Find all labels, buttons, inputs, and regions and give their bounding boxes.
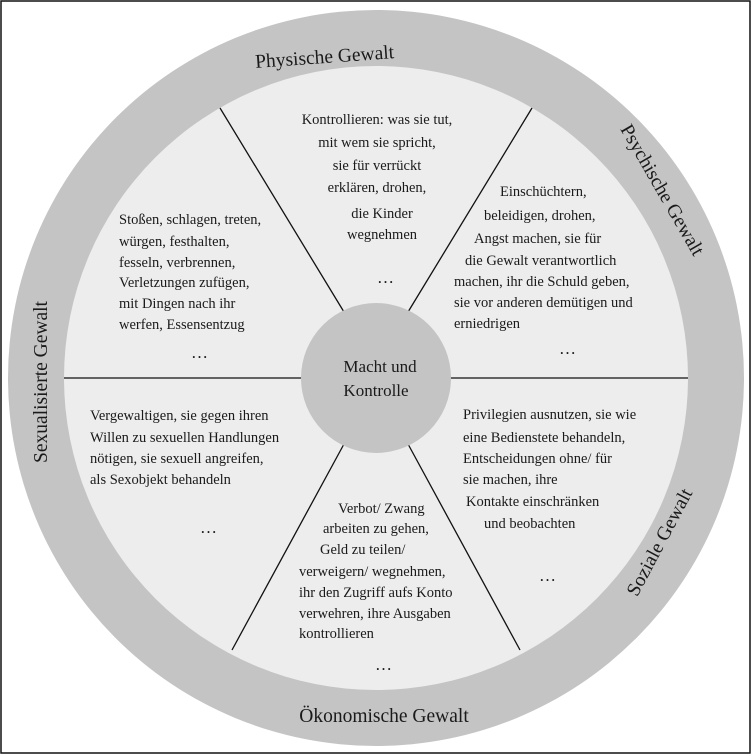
segment-ellipsis: … bbox=[559, 339, 577, 358]
segment-text-line: mit Dingen nach ihr bbox=[119, 296, 236, 312]
ring-label-sexual: Sexualisierte Gewalt bbox=[31, 300, 52, 462]
center-label-line1: Macht und bbox=[343, 357, 417, 376]
segment-text-line: beleidigen, drohen, bbox=[484, 208, 596, 224]
segment-ellipsis: … bbox=[539, 566, 557, 585]
segment-text-line: werfen, Essensentzug bbox=[119, 317, 245, 333]
segment-text-line: arbeiten zu gehen, bbox=[323, 521, 429, 537]
spoke-upper-left bbox=[219, 107, 345, 313]
segment-text-line: ihr den Zugriff aufs Konto bbox=[299, 585, 453, 601]
spoke-lower-right bbox=[407, 443, 521, 651]
segment-text-line: sie vor anderen demütigen und bbox=[454, 295, 634, 311]
ring-label-economic: Ökonomische Gewalt bbox=[299, 706, 469, 727]
segment-text-line: als Sexobjekt behandeln bbox=[90, 472, 232, 488]
segment-text-line: erniedrigen bbox=[454, 316, 521, 332]
segment-text-line: Stoßen, schlagen, treten, bbox=[119, 212, 261, 228]
segment-text-line: Vergewaltigen, sie gegen ihren bbox=[90, 408, 269, 424]
segment-text-line: sie für verrückt bbox=[333, 158, 422, 174]
segment-ellipsis: … bbox=[375, 655, 393, 674]
segment-ellipsis: … bbox=[377, 268, 395, 287]
center-hub bbox=[301, 303, 451, 453]
segment-text-line: eine Bedienstete behandeln, bbox=[463, 430, 625, 446]
segment-top: Kontrollieren: was sie tut, mit wem sie … bbox=[302, 112, 453, 287]
segment-text-line: verwehren, ihre Ausgaben bbox=[299, 606, 452, 622]
segment-bottom-left: Vergewaltigen, sie gegen ihren Willen zu… bbox=[90, 408, 280, 537]
segment-text-line: erklären, drohen, bbox=[328, 180, 427, 196]
segment-text-line: Verletzungen zufügen, bbox=[119, 275, 249, 291]
segment-text-line: und beobachten bbox=[484, 516, 576, 532]
segment-text-line: Kontakte einschränken bbox=[466, 494, 600, 510]
spoke-lower-left bbox=[231, 443, 345, 651]
segment-text-line: fesseln, verbrennen, bbox=[119, 255, 235, 271]
segment-text-line: wegnehmen bbox=[347, 227, 418, 243]
segment-ellipsis: … bbox=[191, 343, 209, 362]
spoke-upper-right bbox=[407, 107, 533, 313]
segment-text-line: Entscheidungen ohne/ für bbox=[463, 451, 612, 467]
segment-text-line: kontrollieren bbox=[299, 626, 375, 642]
segment-text-line: Willen zu sexuellen Handlungen bbox=[90, 430, 280, 446]
segment-text-line: machen, ihr die Schuld geben, bbox=[454, 274, 630, 290]
segment-text-line: nötigen, sie sexuell angreifen, bbox=[90, 451, 264, 467]
segment-top-right: Einschüchtern, beleidigen, drohen, Angst… bbox=[454, 184, 634, 358]
segment-text-line: die Gewalt verantwortlich bbox=[465, 253, 617, 269]
segment-text-line: die Kinder bbox=[351, 206, 413, 222]
segment-text-line: würgen, festhalten, bbox=[119, 234, 229, 250]
segment-text-line: Angst machen, sie für bbox=[474, 231, 601, 247]
segment-text-line: verweigern/ wegnehmen, bbox=[299, 564, 446, 580]
segment-top-left: Stoßen, schlagen, treten, würgen, festha… bbox=[119, 212, 261, 362]
segment-text-line: Kontrollieren: was sie tut, bbox=[302, 112, 453, 128]
segment-text-line: sie machen, ihre bbox=[463, 472, 558, 488]
center-label-line2: Kontrolle bbox=[343, 381, 408, 400]
segment-text-line: Geld zu teilen/ bbox=[320, 542, 406, 558]
segment-ellipsis: … bbox=[200, 518, 218, 537]
segment-bottom: Verbot/ Zwang arbeiten zu gehen, Geld zu… bbox=[299, 501, 453, 674]
segment-text-line: mit wem sie spricht, bbox=[318, 135, 436, 151]
segment-bottom-right: Privilegien ausnutzen, sie wie eine Bedi… bbox=[463, 407, 636, 585]
segment-text-line: Verbot/ Zwang bbox=[338, 501, 425, 517]
segment-text-line: Einschüchtern, bbox=[500, 184, 587, 200]
segment-text-line: Privilegien ausnutzen, sie wie bbox=[463, 407, 636, 423]
spokes bbox=[64, 107, 688, 651]
